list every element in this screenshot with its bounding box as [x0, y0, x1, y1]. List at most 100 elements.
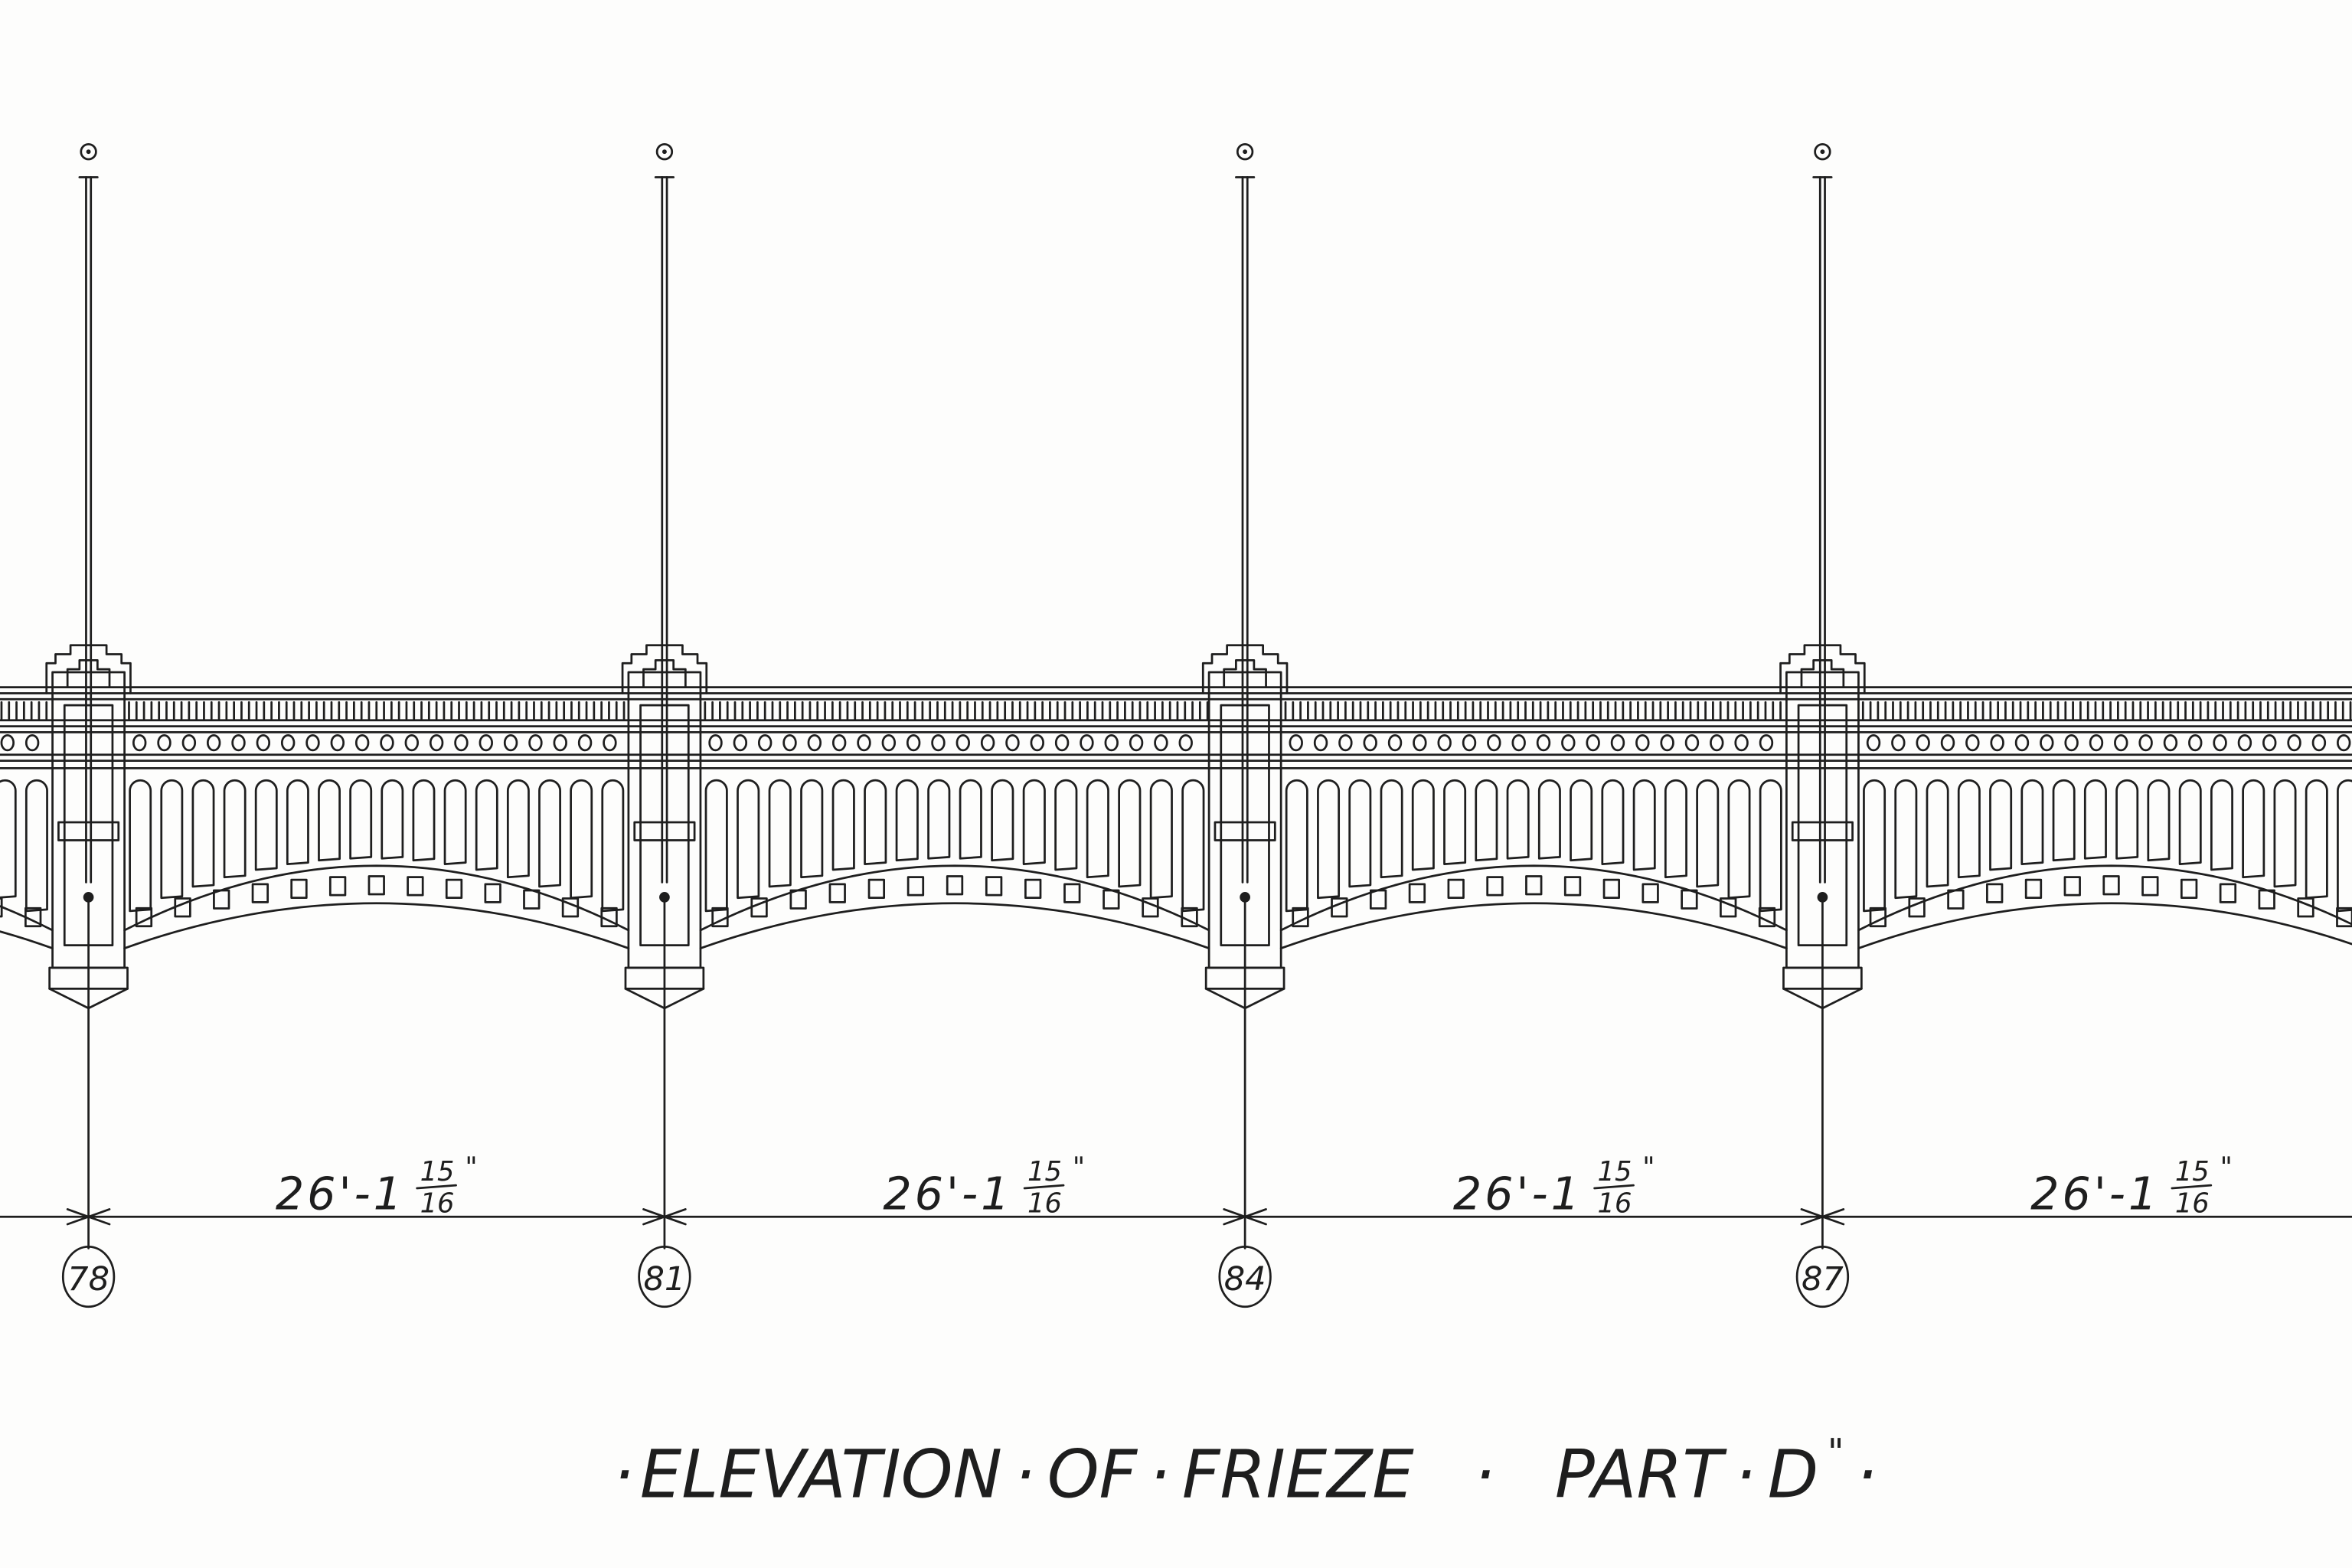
dimension-tick — [66, 1208, 111, 1226]
span-inch-mark: " — [1642, 1152, 1655, 1183]
voussoir-block — [828, 883, 846, 903]
voussoir-block — [2141, 876, 2159, 897]
arch-intrados — [1857, 902, 2352, 949]
bead-ornament — [305, 733, 320, 752]
pier-crown — [621, 644, 708, 694]
dimension-tick — [1223, 1208, 1267, 1226]
frieze-structure — [0, 143, 2352, 1250]
span-fraction-numerator: 15 — [1598, 1156, 1632, 1187]
pier — [621, 143, 708, 1250]
bead-ornament — [280, 733, 296, 752]
arcade-arch — [959, 779, 982, 860]
arcade-arch — [991, 779, 1014, 862]
bead-ornament — [1289, 733, 1303, 752]
voussoir-block — [2180, 878, 2198, 900]
title-word-elevation: ELEVATION — [640, 1437, 1002, 1514]
span-fraction-numerator: 15 — [1027, 1156, 1062, 1187]
bead-ornament — [1759, 733, 1774, 752]
arcade-arch — [412, 779, 436, 862]
arcade-arch — [1696, 779, 1720, 888]
voussoir-block — [1486, 876, 1504, 897]
arcade-arch — [0, 779, 17, 899]
bead-ornament — [1487, 733, 1501, 752]
bead-ornament — [454, 733, 469, 752]
bead-ornament — [528, 733, 543, 752]
arcade-arch — [254, 779, 278, 871]
voussoir-block — [213, 889, 230, 910]
bead-ornament — [1030, 733, 1044, 752]
arcade-arch — [1632, 779, 1656, 871]
bead-ornament — [2114, 733, 2128, 752]
pier — [1779, 143, 1866, 1250]
voussoir-block — [1681, 889, 1698, 910]
voussoir-block — [407, 876, 424, 897]
bead-ornament — [1511, 733, 1526, 752]
grid-label-87: 87 — [1802, 1260, 1844, 1298]
flagpole-finial — [1236, 143, 1254, 161]
span-fraction-numerator: 15 — [2175, 1156, 2210, 1187]
bead-ornament — [1684, 733, 1700, 752]
arcade-arch — [1054, 779, 1078, 871]
voussoir-block — [2024, 878, 2043, 900]
frieze-bay — [0, 701, 54, 949]
bead-ornament — [404, 733, 420, 752]
arcade-arch — [737, 779, 760, 900]
bead-ornament — [1734, 733, 1749, 752]
arcade-arch — [1957, 779, 1981, 879]
fraction-bar — [416, 1184, 457, 1190]
bead-ornament — [1005, 733, 1020, 752]
drawing-title: ·ELEVATION·OF·FRIEZE·PART·D"· — [613, 1431, 1877, 1513]
arcade-arch — [1285, 779, 1308, 913]
pole-bracket — [57, 821, 120, 841]
arcade-arch — [1664, 779, 1687, 879]
bead-ornament — [1635, 733, 1650, 752]
arcade-arch — [2305, 779, 2328, 900]
span-feet-inches: 26'-1 — [2030, 1167, 2160, 1220]
bead-ornament — [577, 733, 593, 752]
grid-bubble — [1218, 1246, 1272, 1308]
span-fraction-denominator: 16 — [1598, 1187, 1632, 1219]
bead-ornament — [181, 733, 197, 752]
bead-ornament — [1940, 733, 1955, 752]
voussoir-block — [1024, 878, 1042, 900]
arcade-arch — [349, 779, 373, 860]
arch-band-line — [699, 864, 1210, 932]
bead-ornament — [857, 733, 871, 752]
arch-intrados — [1279, 902, 1788, 949]
arcade-arch — [831, 779, 855, 871]
bead-ornament — [2014, 733, 2030, 752]
bead-ornament — [2262, 733, 2277, 752]
flagpole-finial — [80, 143, 97, 161]
span-fraction-denominator: 16 — [420, 1187, 455, 1219]
fraction-bar — [2171, 1184, 2213, 1190]
flagpole-finial-dot — [1243, 149, 1248, 155]
voussoir-block — [1063, 883, 1081, 903]
dimension-tick — [642, 1208, 687, 1226]
pier-crown — [1201, 644, 1289, 694]
pole-bracket — [1791, 821, 1854, 841]
arcade-arch — [1759, 779, 1782, 913]
arcade-arch — [2052, 779, 2076, 862]
bead-ornament — [1586, 733, 1600, 752]
pole-bracket — [1214, 821, 1276, 841]
voussoir-block — [906, 876, 925, 897]
bead-ornament — [354, 733, 370, 752]
bead-ornament — [2188, 733, 2203, 752]
voussoir-block — [368, 875, 385, 896]
span-inch-mark: " — [2220, 1152, 2233, 1183]
bead-ornament — [1462, 733, 1477, 752]
voussoir-block — [1408, 883, 1426, 903]
pole-bracket — [633, 821, 696, 841]
span-feet-inches: 26'-1 — [883, 1167, 1012, 1220]
grid-label-78: 78 — [67, 1260, 109, 1298]
arcade-arch — [191, 779, 215, 888]
arch-band-line — [123, 864, 630, 932]
bead-ornament — [1313, 733, 1328, 752]
dimension-tick — [1800, 1208, 1845, 1226]
frieze-bay — [1857, 701, 2352, 949]
arcade-arch — [538, 779, 561, 888]
span-feet-inches: 26'-1 — [276, 1167, 405, 1220]
title-dot: · — [1474, 1437, 1494, 1514]
